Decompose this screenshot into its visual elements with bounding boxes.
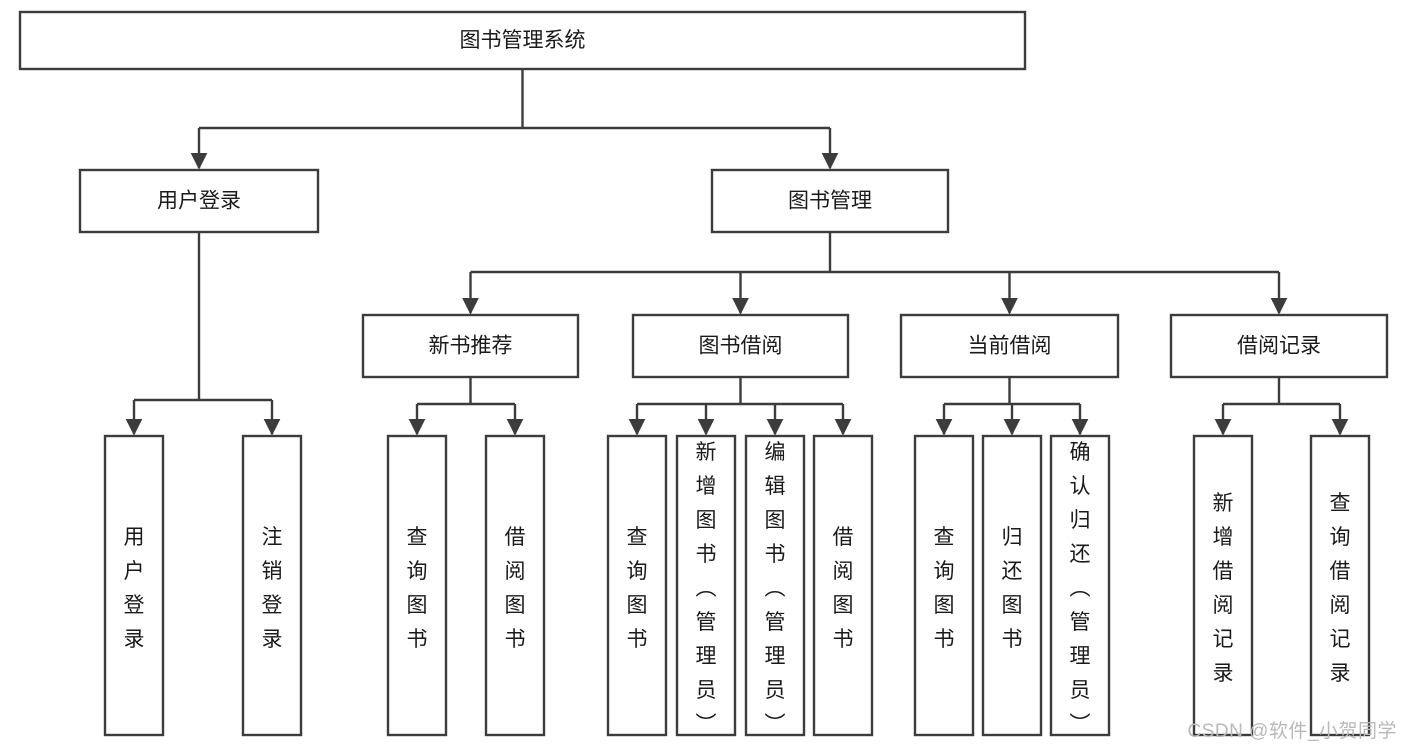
node-box-recommend-query-book bbox=[386, 434, 448, 737]
node-borrow-edit-book[interactable]: 编辑图书︵管理员︶ bbox=[744, 434, 806, 737]
node-records-add[interactable]: 新增借阅记录 bbox=[1192, 434, 1254, 737]
node-user-login-do[interactable]: 用户登录 bbox=[103, 434, 165, 737]
node-new-book-recommend[interactable]: 新书推荐 bbox=[361, 313, 580, 379]
node-label-recommend-query-book: 查询图书 bbox=[407, 526, 428, 651]
node-label-root: 图书管理系统 bbox=[460, 29, 586, 52]
node-box-current-borrow bbox=[899, 313, 1120, 379]
node-label-borrow-query-book: 查询图书 bbox=[627, 526, 648, 651]
node-borrow-query-book[interactable]: 查询图书 bbox=[606, 434, 668, 737]
node-box-records-add bbox=[1192, 434, 1254, 737]
node-box-user-login-do bbox=[103, 434, 165, 737]
node-label-user-login-do: 用户登录 bbox=[124, 526, 145, 651]
node-box-borrow-edit-book bbox=[744, 434, 806, 737]
node-label-current-return-book: 归还图书 bbox=[1002, 526, 1023, 651]
connector-layer bbox=[125, 69, 1349, 436]
node-label-borrow-borrow-book: 借阅图书 bbox=[833, 526, 854, 651]
node-current-query-book[interactable]: 查询图书 bbox=[913, 434, 975, 737]
node-book-management[interactable]: 图书管理 bbox=[710, 168, 950, 234]
node-box-user-login bbox=[78, 168, 320, 234]
node-box-records-query bbox=[1309, 434, 1371, 737]
node-box-user-logout bbox=[241, 434, 303, 737]
node-user-logout[interactable]: 注销登录 bbox=[241, 434, 303, 737]
node-box-current-query-book bbox=[913, 434, 975, 737]
node-current-return-book[interactable]: 归还图书 bbox=[981, 434, 1043, 737]
node-user-login[interactable]: 用户登录 bbox=[78, 168, 320, 234]
node-box-borrow-borrow-book bbox=[812, 434, 874, 737]
node-label-records-add: 新增借阅记录 bbox=[1213, 492, 1234, 685]
node-root[interactable]: 图书管理系统 bbox=[18, 10, 1027, 71]
node-label-book-management: 图书管理 bbox=[788, 190, 872, 213]
node-label-user-login: 用户登录 bbox=[157, 190, 241, 213]
node-box-borrow-query-book bbox=[606, 434, 668, 737]
node-box-book-management bbox=[710, 168, 950, 234]
node-label-current-query-book: 查询图书 bbox=[934, 526, 955, 651]
node-label-recommend-borrow-book: 借阅图书 bbox=[505, 526, 526, 651]
node-current-borrow[interactable]: 当前借阅 bbox=[899, 313, 1120, 379]
node-recommend-query-book[interactable]: 查询图书 bbox=[386, 434, 448, 737]
node-box-new-book-recommend bbox=[361, 313, 580, 379]
node-box-borrow-add-book bbox=[675, 434, 737, 737]
node-box-root bbox=[18, 10, 1027, 71]
node-borrow-add-book[interactable]: 新增图书︵管理员︶ bbox=[675, 434, 737, 737]
node-label-borrow-records: 借阅记录 bbox=[1237, 335, 1321, 358]
node-book-borrow[interactable]: 图书借阅 bbox=[631, 313, 850, 379]
node-label-records-query: 查询借阅记录 bbox=[1330, 492, 1351, 685]
node-label-borrow-edit-book: 编辑图书︵管理员︶ bbox=[765, 441, 786, 736]
node-borrow-records[interactable]: 借阅记录 bbox=[1169, 313, 1389, 379]
node-label-current-borrow: 当前借阅 bbox=[968, 335, 1052, 358]
node-label-current-confirm-return: 确认归还︵管理员︶ bbox=[1070, 441, 1091, 736]
node-box-current-confirm-return bbox=[1049, 434, 1111, 737]
node-label-book-borrow: 图书借阅 bbox=[699, 335, 783, 358]
node-box-current-return-book bbox=[981, 434, 1043, 737]
node-box-recommend-borrow-book bbox=[484, 434, 546, 737]
node-borrow-borrow-book[interactable]: 借阅图书 bbox=[812, 434, 874, 737]
node-box-borrow-records bbox=[1169, 313, 1389, 379]
node-layer: 图书管理系统用户登录图书管理用户登录注销登录新书推荐查询图书借阅图书图书借阅查询… bbox=[18, 10, 1389, 737]
node-records-query[interactable]: 查询借阅记录 bbox=[1309, 434, 1371, 737]
node-label-new-book-recommend: 新书推荐 bbox=[429, 335, 513, 358]
node-current-confirm-return[interactable]: 确认归还︵管理员︶ bbox=[1049, 434, 1111, 737]
node-recommend-borrow-book[interactable]: 借阅图书 bbox=[484, 434, 546, 737]
node-box-book-borrow bbox=[631, 313, 850, 379]
node-label-user-logout: 注销登录 bbox=[262, 526, 283, 651]
node-label-borrow-add-book: 新增图书︵管理员︶ bbox=[696, 441, 717, 736]
